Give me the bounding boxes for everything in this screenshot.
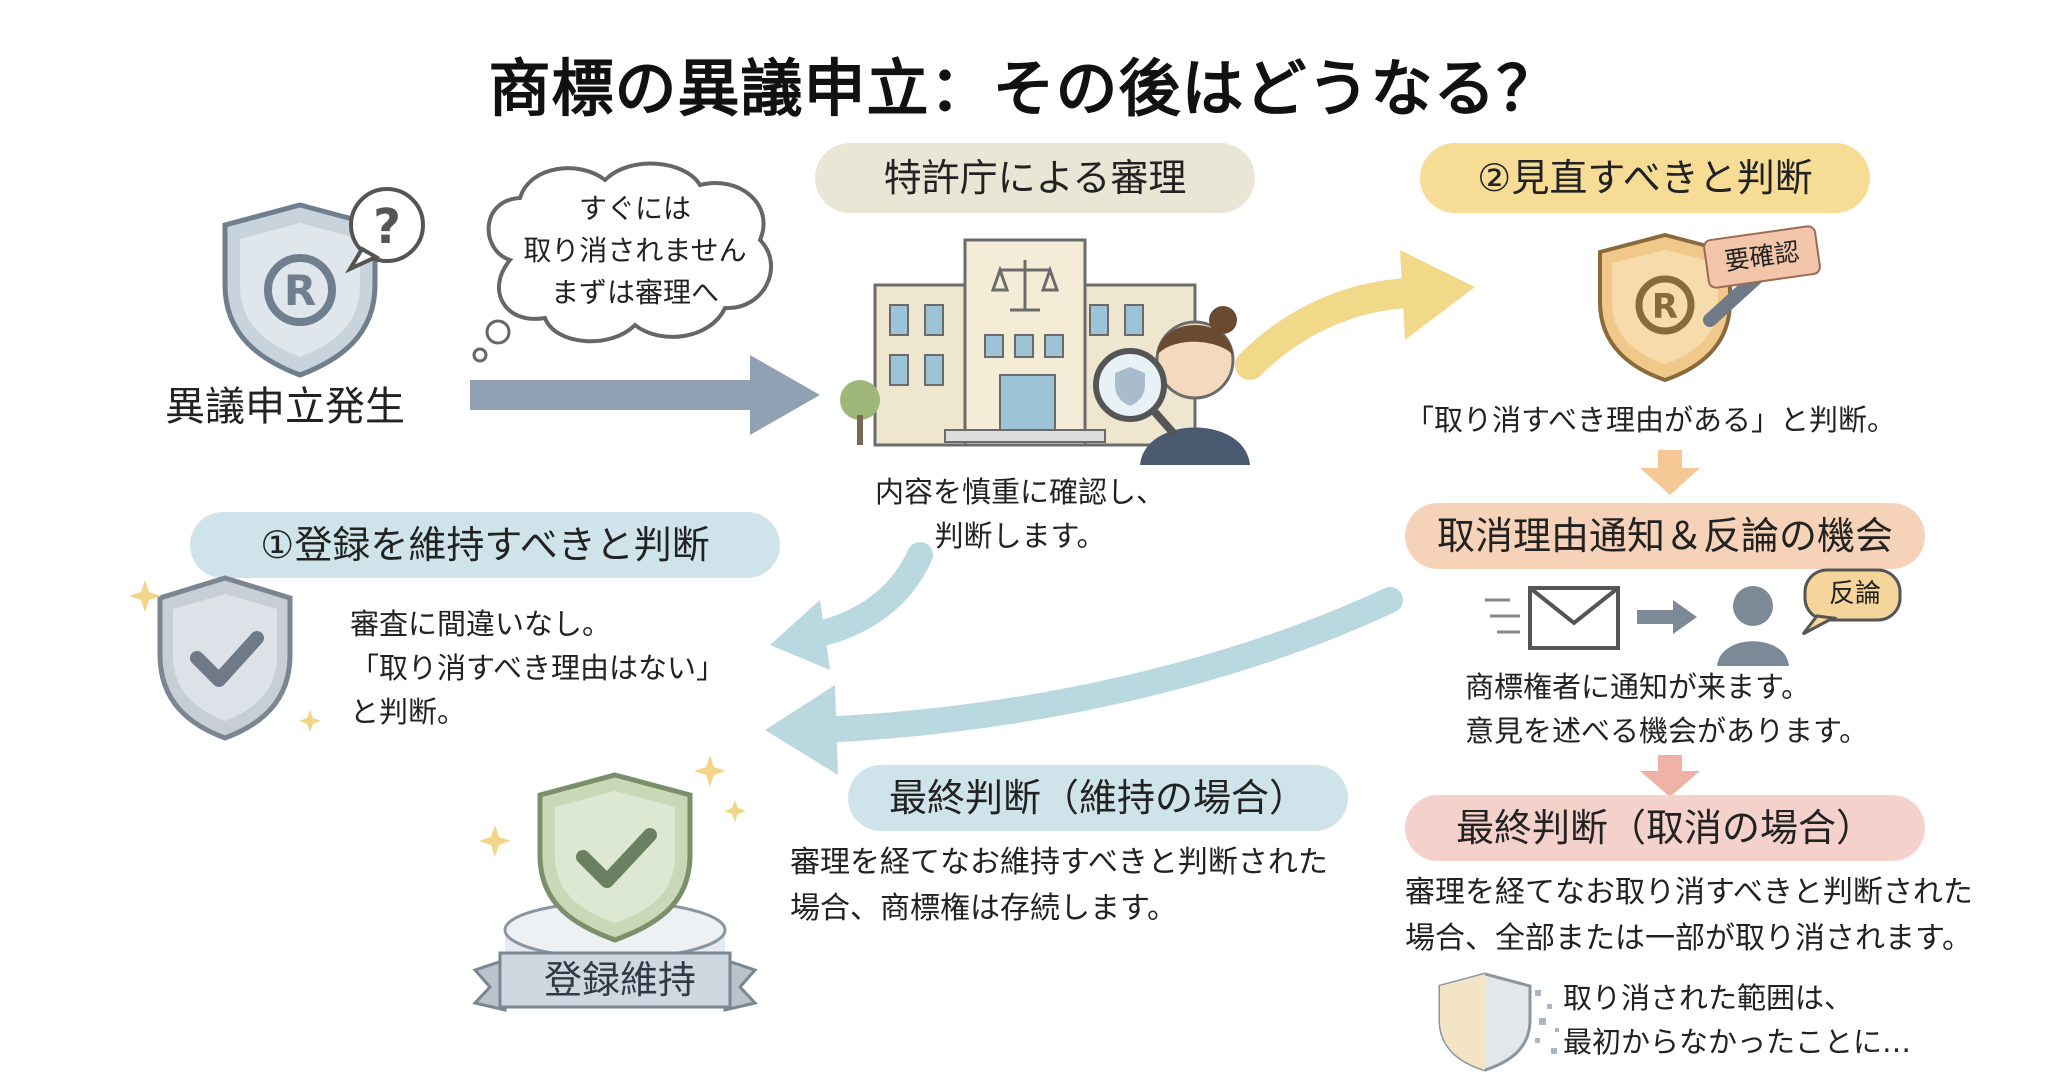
review-header: 特許庁による審理 [815, 143, 1255, 213]
cancel-note: 取り消された範囲は、 最初からなかったことに… [1563, 976, 1911, 1064]
bubble-line: 取り消されません [523, 234, 747, 267]
final-maintain-description: 審理を経てなお維持すべきと判断された 場合、商標権は存続します。 [790, 840, 1328, 932]
final-cancel-desc-line: 場合、全部または一部が取り消されます。 [1405, 921, 1972, 956]
trademark-shield-wrench-icon: R [1598, 232, 1786, 383]
arrow-down-to-notice [1640, 450, 1700, 495]
maintain-header: ①登録を維持すべきと判断 [190, 512, 780, 578]
review-desc-line: 判断します。 [934, 519, 1106, 553]
rebuttal-speech-bubble [1801, 568, 1902, 636]
crumbling-shield-icon [1438, 972, 1559, 1072]
notice-header: 取消理由通知＆反論の機会 [1405, 503, 1925, 569]
final-maintain-desc-line: 審理を経てなお維持すべきと判断された [790, 845, 1328, 880]
page-title: 商標の異議申立：その後はどうなる？ [488, 52, 1560, 125]
svg-text:R: R [1652, 287, 1678, 327]
reconsider-description: 「取り消すべき理由がある」と判断。 [1405, 403, 1896, 437]
maintain-description: 審査に間違いなし。 「取り消すべき理由はない」 と判断。 [350, 602, 725, 734]
final-cancel-desc-line: 審理を経てなお取り消すべきと判断された [1405, 875, 1973, 910]
maintain-desc-line: 「取り消すべき理由はない」 [350, 651, 725, 685]
cancel-note-line: 最初からなかったことに… [1563, 1025, 1912, 1059]
patent-office-building-icon [840, 238, 1250, 465]
review-required-tag-text: 要確認 [1722, 236, 1802, 277]
shield-check-icon [129, 575, 321, 741]
final-cancel-header: 最終判断（取消の場合） [1405, 795, 1925, 861]
svg-text:?: ? [373, 199, 401, 255]
arrow-to-reconsider [1235, 250, 1475, 380]
registration-maintained-badge [472, 755, 758, 1012]
trademark-shield-question-icon: R ? [222, 187, 425, 378]
thought-bubble [472, 161, 773, 363]
arrow-to-review [470, 355, 820, 435]
maintain-desc-line: と判断。 [350, 695, 467, 729]
thought-bubble-text: すぐには 取り消されません まずは審理へ [490, 188, 780, 314]
rebuttal-label: 反論 [1828, 579, 1881, 609]
notice-desc-line: 意見を述べる機会があります。 [1465, 714, 1869, 748]
notice-description: 商標権者に通知が来ます。 意見を述べる機会があります。 [1465, 665, 1868, 753]
registration-maintained-label: 登録維持 [543, 958, 696, 1002]
final-maintain-desc-line: 場合、商標権は存続します。 [790, 891, 1177, 926]
final-maintain-header: 最終判断（維持の場合） [848, 765, 1348, 831]
final-cancel-description: 審理を経てなお取り消すべきと判断された 場合、全部または一部が取り消されます。 [1405, 870, 1973, 962]
reconsider-header: ②見直すべきと判断 [1420, 143, 1870, 213]
review-desc-line: 内容を慎重に確認し、 [874, 475, 1165, 509]
mail-to-owner-icon [1485, 586, 1789, 666]
svg-text:R: R [284, 266, 316, 315]
arrow-notice-to-maintain [765, 587, 1403, 775]
cancel-note-line: 取り消された範囲は、 [1563, 981, 1854, 1015]
bubble-line: まずは審理へ [550, 276, 719, 309]
review-description: 内容を慎重に確認し、 判断します。 [840, 470, 1200, 558]
maintain-desc-line: 審査に間違いなし。 [350, 607, 612, 641]
notice-desc-line: 商標権者に通知が来ます。 [1465, 670, 1811, 704]
arrow-down-to-final-cancel [1640, 755, 1700, 797]
arrow-review-to-maintain [770, 542, 933, 670]
start-label: 異議申立発生 [165, 384, 405, 430]
bubble-line: すぐには [578, 192, 691, 225]
